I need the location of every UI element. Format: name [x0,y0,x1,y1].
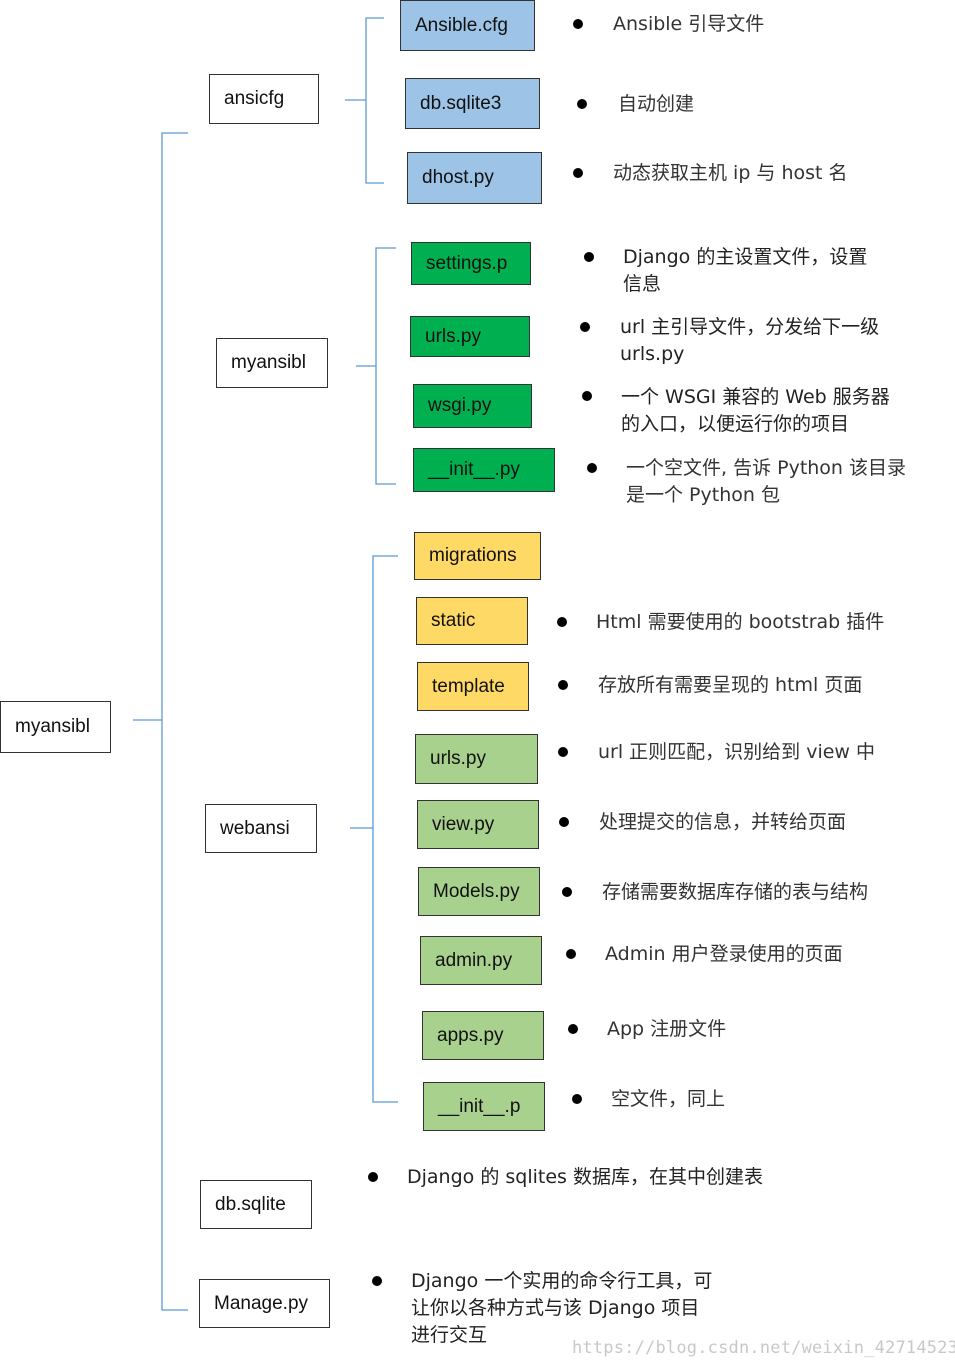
bullet-icon [558,680,568,690]
file-init-py-project: __init__.py [413,448,555,492]
file-label: __init__.py [428,459,520,480]
ansicfg-bracket [345,17,384,184]
file-view-py: view.py [417,800,539,849]
folder-static: static [416,597,528,645]
bullet-icon [573,19,583,29]
bullet-icon [559,817,569,827]
file-init-py-app: __init__.p [423,1082,545,1131]
file-label: migrations [429,545,517,566]
file-label: wsgi.py [428,395,492,416]
desc-init-py-app: 空文件，同上 [611,1088,726,1110]
file-manage-py: Manage.py [199,1279,330,1328]
file-label: urls.py [425,325,481,347]
file-label: urls.py [430,748,486,769]
desc-wsgi-py: 一个 WSGI 兼容的 Web 服务器 的入口，以便运行你的项目 [621,386,890,435]
desc-admin-py: Admin 用户登录使用的页面 [605,943,843,965]
file-label: Manage.py [214,1292,309,1314]
desc-settings-py: Django 的主设置文件，设置 信息 [623,246,868,295]
folder-label: myansibl [231,352,306,373]
bullet-icon [557,617,567,627]
file-label: dhost.py [422,167,494,188]
bullet-icon [562,887,572,897]
folder-webansi: webansi [205,804,317,853]
desc-apps-py: App 注册文件 [607,1018,727,1040]
desc-dhost-py: 动态获取主机 ip 与 host 名 [613,162,848,184]
file-label: static [431,610,476,631]
folder-migrations: migrations [414,532,541,580]
watermark: https://blog.csdn.net/weixin_42714523 [572,1338,955,1358]
bullet-icon [587,463,597,473]
root-node: myansibl [0,701,111,753]
file-urls-py-app: urls.py [415,734,538,784]
bullet-icon [558,747,568,757]
file-settings-py: settings.p [411,242,531,285]
desc-models-py: 存储需要数据库存储的表与结构 [602,881,869,903]
file-db-sqlite: db.sqlite [200,1180,312,1229]
desc-init-py-project: 一个空文件, 告诉 Python 该目录 是一个 Python 包 [626,457,907,506]
desc-static: Html 需要使用的 bootstrab 插件 [596,611,885,633]
file-admin-py: admin.py [420,936,542,985]
desc-template: 存放所有需要呈现的 html 页面 [598,674,863,696]
bullet-icon [582,391,592,401]
bullet-icon [577,99,587,109]
bullet-icon [572,1094,582,1104]
file-apps-py: apps.py [422,1011,544,1060]
desc-db-sqlite3: 自动创建 [618,93,695,115]
file-urls-py-project: urls.py [410,316,530,357]
bullet-icon [568,1024,578,1034]
folder-myansibl: myansibl [216,338,328,388]
bullet-icon [573,168,583,178]
desc-view-py: 处理提交的信息，并转给页面 [599,811,847,833]
folder-label: webansi [220,817,290,839]
folder-template: template [417,662,529,711]
file-label: admin.py [435,949,513,971]
file-db-sqlite3: db.sqlite3 [405,78,540,129]
desc-ansible-cfg: Ansible 引导文件 [613,13,765,35]
file-label: settings.p [426,252,508,274]
bullet-icon [368,1172,378,1182]
root-bracket [133,132,188,1311]
bullet-icon [372,1276,382,1286]
file-models-py: Models.py [418,867,540,916]
folder-label: ansicfg [224,88,285,109]
desc-manage-py: Django 一个实用的命令行工具，可 让你以各种方式与该 Django 项目 … [411,1270,713,1346]
desc-urls-py-app: url 正则匹配，识别给到 view 中 [598,741,876,763]
bullet-icon [580,322,590,332]
file-wsgi-py: wsgi.py [413,384,532,428]
desc-db-sqlite: Django 的 sqlites 数据库，在其中创建表 [407,1166,763,1188]
folder-ansicfg: ansicfg [209,74,319,124]
bullet-icon [566,949,576,959]
webansi-bracket [350,555,398,1103]
desc-urls-py-project: url 主引导文件，分发给下一级 urls.py [620,316,880,365]
file-label: view.py [432,813,495,835]
file-dhost-py: dhost.py [407,152,542,204]
file-label: apps.py [437,1024,504,1046]
myansibl-bracket [356,247,396,485]
file-label: db.sqlite [215,1193,286,1215]
file-ansible-cfg: Ansible.cfg [400,0,535,51]
bullet-icon [584,252,594,262]
file-label: Ansible.cfg [415,14,508,36]
root-label: myansibl [15,716,90,737]
file-label: __init__.p [438,1095,521,1117]
file-label: template [432,675,505,697]
file-label: Models.py [433,880,520,902]
file-label: db.sqlite3 [420,92,502,114]
